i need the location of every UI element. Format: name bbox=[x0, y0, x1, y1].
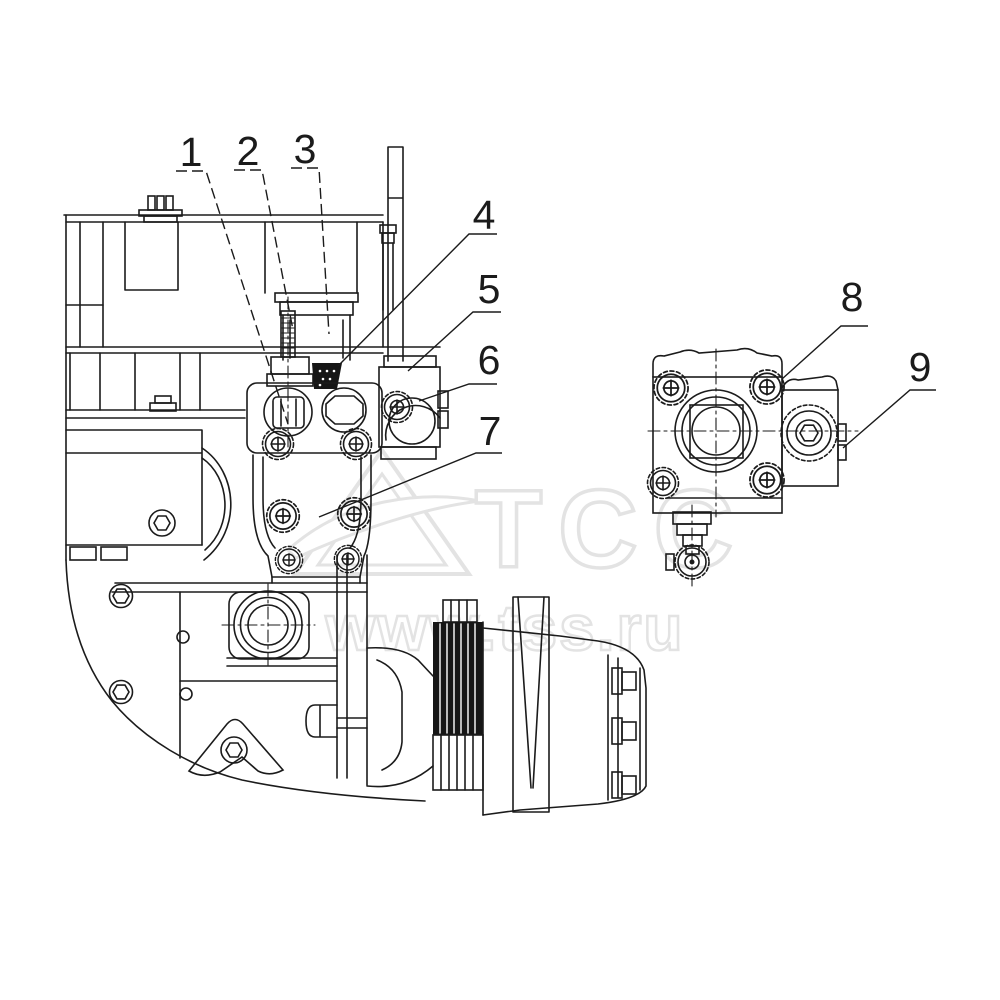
leader-line-3 bbox=[291, 167, 330, 335]
fan-clutch-pulley bbox=[432, 596, 647, 816]
callout-label-4: 4 bbox=[473, 192, 496, 238]
clamp-wedge bbox=[312, 363, 342, 389]
callout-8: 8 bbox=[781, 274, 868, 380]
dipstick-tube bbox=[379, 146, 404, 362]
callout-label-3: 3 bbox=[294, 126, 317, 172]
callout-label-7: 7 bbox=[479, 408, 502, 454]
callout-6: 6 bbox=[418, 337, 501, 402]
valve-assembly-drawing bbox=[646, 347, 859, 591]
engine-top-block bbox=[63, 195, 441, 561]
leader-line-4 bbox=[337, 233, 497, 367]
leader-line-7 bbox=[318, 452, 502, 518]
callout-label-2: 2 bbox=[237, 128, 260, 174]
watermark-logo-triangle-icon bbox=[285, 446, 481, 576]
callout-label-6: 6 bbox=[478, 337, 501, 383]
engine-assembly-drawing bbox=[63, 146, 647, 816]
leader-line-9 bbox=[842, 389, 936, 449]
callout-label-9: 9 bbox=[909, 344, 932, 390]
leader-line-8 bbox=[781, 325, 868, 380]
air-compressor-assembly bbox=[246, 292, 449, 584]
callout-3: 3 bbox=[291, 126, 330, 335]
callout-1: 1 bbox=[176, 129, 289, 425]
watermark-url: www.tss.ru bbox=[324, 592, 684, 664]
callout-label-5: 5 bbox=[478, 266, 501, 312]
callout-label-8: 8 bbox=[841, 274, 864, 320]
leader-line-2 bbox=[234, 169, 294, 331]
leader-line-1 bbox=[176, 170, 289, 425]
engine-lower-section bbox=[65, 554, 434, 802]
side-valve-port bbox=[780, 375, 847, 487]
engine-mid-blocks bbox=[65, 352, 246, 561]
bottom-elbow-fitting bbox=[665, 504, 712, 591]
callouts: 1 2 3 4 5 6 7 8 bbox=[176, 126, 936, 518]
callout-9: 9 bbox=[842, 344, 936, 449]
callout-label-1: 1 bbox=[180, 129, 203, 175]
watermark: TCC www.tss.ru bbox=[285, 446, 749, 665]
callout-7: 7 bbox=[318, 408, 502, 518]
watermark-brand: TCC bbox=[475, 468, 749, 591]
leader-line-6 bbox=[418, 383, 497, 402]
callout-4: 4 bbox=[337, 192, 497, 367]
leader-line-5 bbox=[407, 311, 501, 372]
callout-2: 2 bbox=[234, 128, 294, 331]
callout-5: 5 bbox=[407, 266, 501, 372]
